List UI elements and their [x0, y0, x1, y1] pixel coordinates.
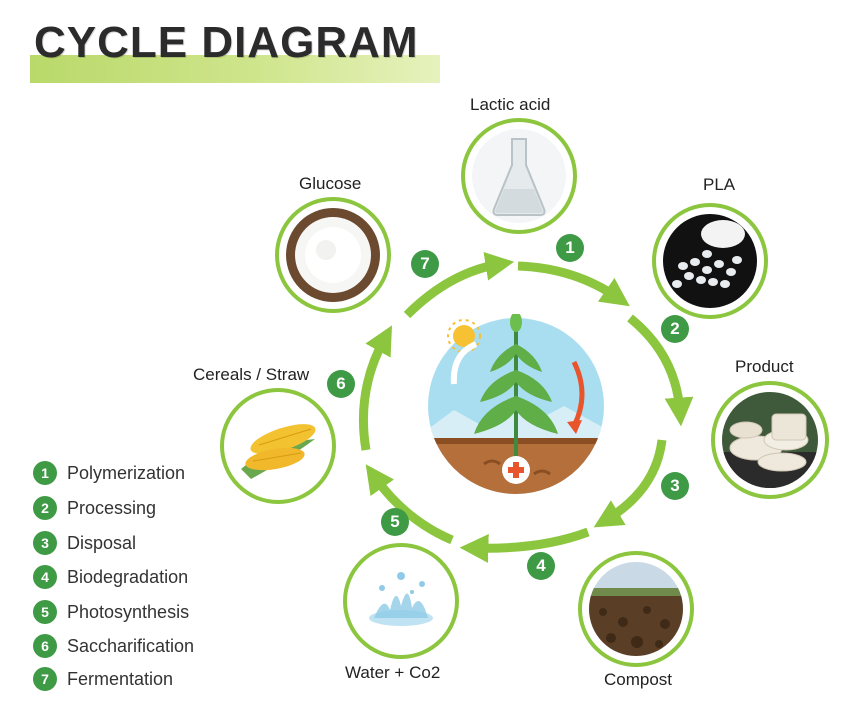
legend-number: 4 — [33, 565, 57, 589]
legend-number: 7 — [33, 667, 57, 691]
legend-label: Biodegradation — [67, 566, 189, 587]
stage-pla — [652, 203, 768, 319]
step-badge-1: 1 — [556, 234, 584, 262]
tableware-image — [722, 392, 818, 488]
legend-label: Polymerization — [67, 462, 186, 483]
step-badge-3: 3 — [661, 472, 689, 500]
pla-pellets-image — [663, 214, 757, 308]
legend-label: Saccharification — [67, 635, 195, 656]
legend-label: Photosynthesis — [67, 601, 190, 622]
step-badge-2: 2 — [661, 315, 689, 343]
legend-number: 1 — [33, 461, 57, 485]
legend-item: 2 Processing — [33, 495, 156, 521]
legend-number: 5 — [33, 600, 57, 624]
title-underline-bar — [30, 55, 440, 83]
legend-item: 6 Saccharification — [33, 633, 194, 659]
legend-item: 1 Polymerization — [33, 460, 185, 486]
legend-item: 3 Disposal — [33, 530, 136, 556]
legend-label: Disposal — [67, 532, 137, 553]
stage-glucose — [275, 197, 391, 313]
step-badge-6: 6 — [327, 370, 355, 398]
legend-number: 6 — [33, 634, 57, 658]
stage-label-product: Product — [735, 357, 794, 376]
corn-image — [231, 399, 325, 493]
stage-lactic-acid — [461, 118, 577, 234]
stage-label-compost: Compost — [604, 670, 673, 689]
page-title: CYCLE DIAGRAM — [34, 18, 419, 67]
step-badge-5: 5 — [381, 508, 409, 536]
arrow-6 — [358, 325, 393, 451]
stage-label-lactic-acid: Lactic acid — [470, 95, 551, 114]
stage-label-water-co2: Water + Co2 — [345, 663, 441, 682]
stage-water-co2 — [343, 543, 459, 659]
legend-label: Processing — [67, 497, 157, 518]
stage-label-glucose: Glucose — [299, 174, 362, 193]
arrow-2 — [627, 314, 694, 427]
stage-label-cereals-straw: Cereals / Straw — [193, 365, 310, 384]
flask-image — [472, 129, 566, 223]
stage-cereals-straw — [220, 388, 336, 504]
arrow-5 — [365, 464, 454, 545]
stage-label-pla: PLA — [703, 175, 736, 194]
stage-compost — [578, 551, 694, 667]
legend-item: 4 Biodegradation — [33, 564, 188, 590]
arrow-3 — [593, 439, 667, 528]
legend-number: 3 — [33, 531, 57, 555]
stage-product — [711, 381, 829, 499]
legend-item: 5 Photosynthesis — [33, 599, 189, 625]
glucose-powder-image — [286, 208, 380, 302]
legend-number: 2 — [33, 496, 57, 520]
step-badge-4: 4 — [527, 552, 555, 580]
soil-field-image — [589, 562, 683, 656]
arrow-1 — [517, 261, 630, 307]
legend-label: Fermentation — [67, 668, 174, 689]
water-splash-image — [354, 554, 448, 648]
step-badge-7: 7 — [411, 250, 439, 278]
arrow-4 — [459, 527, 590, 563]
legend-item: 7 Fermentation — [33, 666, 173, 692]
arrow-7 — [403, 252, 515, 319]
center-plant-icon — [424, 314, 608, 498]
